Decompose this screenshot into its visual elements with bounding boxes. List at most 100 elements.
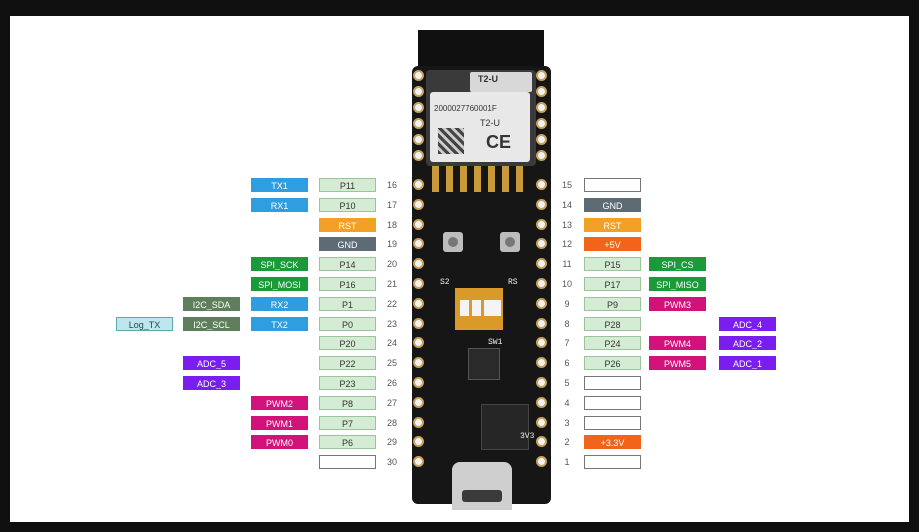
silk-sw1: SW1 — [488, 338, 503, 347]
pin-number: 23 — [386, 318, 397, 329]
pin-function: Log_TX — [116, 316, 173, 331]
pin-name: P20 — [319, 336, 376, 351]
silk-3v3: 3V3 — [520, 432, 535, 441]
pin-number: 11 — [562, 259, 572, 270]
pin-name: GND — [584, 197, 641, 212]
pin-name: P0 — [319, 316, 376, 331]
pin-pad — [536, 436, 547, 448]
pin-name — [584, 415, 641, 430]
pin-pad — [536, 218, 547, 230]
pin-function: SPI_SCK — [251, 257, 308, 272]
pin-function: PWM3 — [649, 296, 706, 311]
pin-pad — [536, 70, 547, 81]
pin-name: P26 — [584, 356, 641, 371]
module-contact — [474, 166, 481, 192]
chip — [468, 348, 500, 380]
pin-number: 18 — [386, 219, 397, 230]
pin-function: PWM0 — [251, 435, 308, 450]
pin-name: P1 — [319, 296, 376, 311]
pin-number: 13 — [561, 219, 572, 230]
pin-function: RX1 — [251, 197, 308, 212]
pin-pad — [536, 357, 547, 369]
pin-name: GND — [319, 237, 376, 252]
pin-name — [319, 455, 376, 470]
pin-function: ADC_1 — [719, 356, 776, 371]
pin-name: RST — [584, 217, 641, 232]
pin-number: 14 — [561, 199, 572, 210]
module-antenna — [470, 72, 532, 92]
pin-pad — [536, 278, 547, 289]
pin-number: 2 — [564, 437, 570, 448]
pin-name: P23 — [319, 376, 376, 390]
pin-number: 12 — [561, 239, 572, 250]
pin-pad — [413, 70, 424, 81]
pin-pad — [536, 134, 547, 145]
pin-pad — [536, 396, 547, 408]
usb-port — [462, 490, 502, 502]
pin-pad — [536, 258, 547, 270]
silk-rs: RS — [508, 278, 518, 287]
pin-name: P24 — [584, 336, 641, 351]
pin-pad — [413, 134, 424, 145]
pin-name — [584, 395, 641, 410]
pin-pad — [413, 317, 424, 329]
pin-pad — [536, 238, 547, 250]
module-contact — [446, 166, 453, 192]
pin-pad — [536, 337, 547, 349]
pin-pad — [413, 179, 424, 190]
dip-toggle — [493, 300, 501, 316]
pin-function: SPI_CS — [649, 257, 706, 272]
pin-number: 9 — [564, 298, 570, 309]
pin-pad — [413, 357, 424, 369]
pin-pad — [413, 258, 424, 270]
module-label-2: T2-U — [480, 118, 500, 128]
module-label: T2-U — [478, 74, 498, 84]
pin-pad — [536, 150, 547, 161]
dark-background-top — [0, 0, 919, 16]
pin-function: SPI_MOSI — [251, 277, 308, 291]
voltage-regulator — [481, 404, 529, 450]
dip-toggle — [460, 300, 469, 316]
pin-number: 7 — [564, 338, 570, 349]
pin-function: RX2 — [251, 296, 308, 311]
pin-name: +3.3V — [584, 435, 641, 450]
pin-number: 22 — [386, 298, 397, 309]
pin-number: 28 — [386, 417, 397, 428]
pin-name: P6 — [319, 435, 376, 450]
pin-pad — [413, 278, 424, 289]
pin-pad — [413, 436, 424, 448]
pin-pad — [536, 317, 547, 329]
pin-function: SPI_MISO — [649, 277, 706, 291]
pin-name: P7 — [319, 415, 376, 430]
pin-pad — [413, 456, 424, 468]
silk-s2: S2 — [440, 278, 450, 287]
pin-pad — [536, 86, 547, 97]
module-contact — [502, 166, 509, 192]
pin-pad — [413, 238, 424, 250]
pin-number: 30 — [386, 457, 397, 468]
pin-name: P22 — [319, 356, 376, 371]
pin-pad — [536, 377, 547, 388]
pin-number: 20 — [386, 259, 397, 270]
pin-pad — [413, 150, 424, 161]
pin-name: RST — [319, 217, 376, 232]
pin-pad — [413, 86, 424, 97]
pin-function: PWM1 — [251, 415, 308, 430]
pin-function: ADC_4 — [719, 316, 776, 331]
pin-number: 21 — [386, 279, 397, 289]
pin-function: ADC_3 — [183, 376, 240, 390]
pin-function: TX1 — [251, 178, 308, 192]
pin-function: I2C_SDA — [183, 296, 240, 311]
ce-mark: CE — [486, 132, 512, 152]
pin-name: P14 — [319, 257, 376, 272]
pin-function: PWM2 — [251, 395, 308, 410]
pin-name: P9 — [584, 296, 641, 311]
pin-function: ADC_2 — [719, 336, 776, 351]
pin-number: 24 — [386, 338, 397, 349]
pin-function: ADC_5 — [183, 356, 240, 371]
module-contact — [460, 166, 467, 192]
pin-name: P11 — [319, 178, 376, 192]
reset-button-s2 — [443, 232, 463, 252]
pin-name: P17 — [584, 277, 641, 291]
pin-number: 10 — [561, 279, 572, 289]
